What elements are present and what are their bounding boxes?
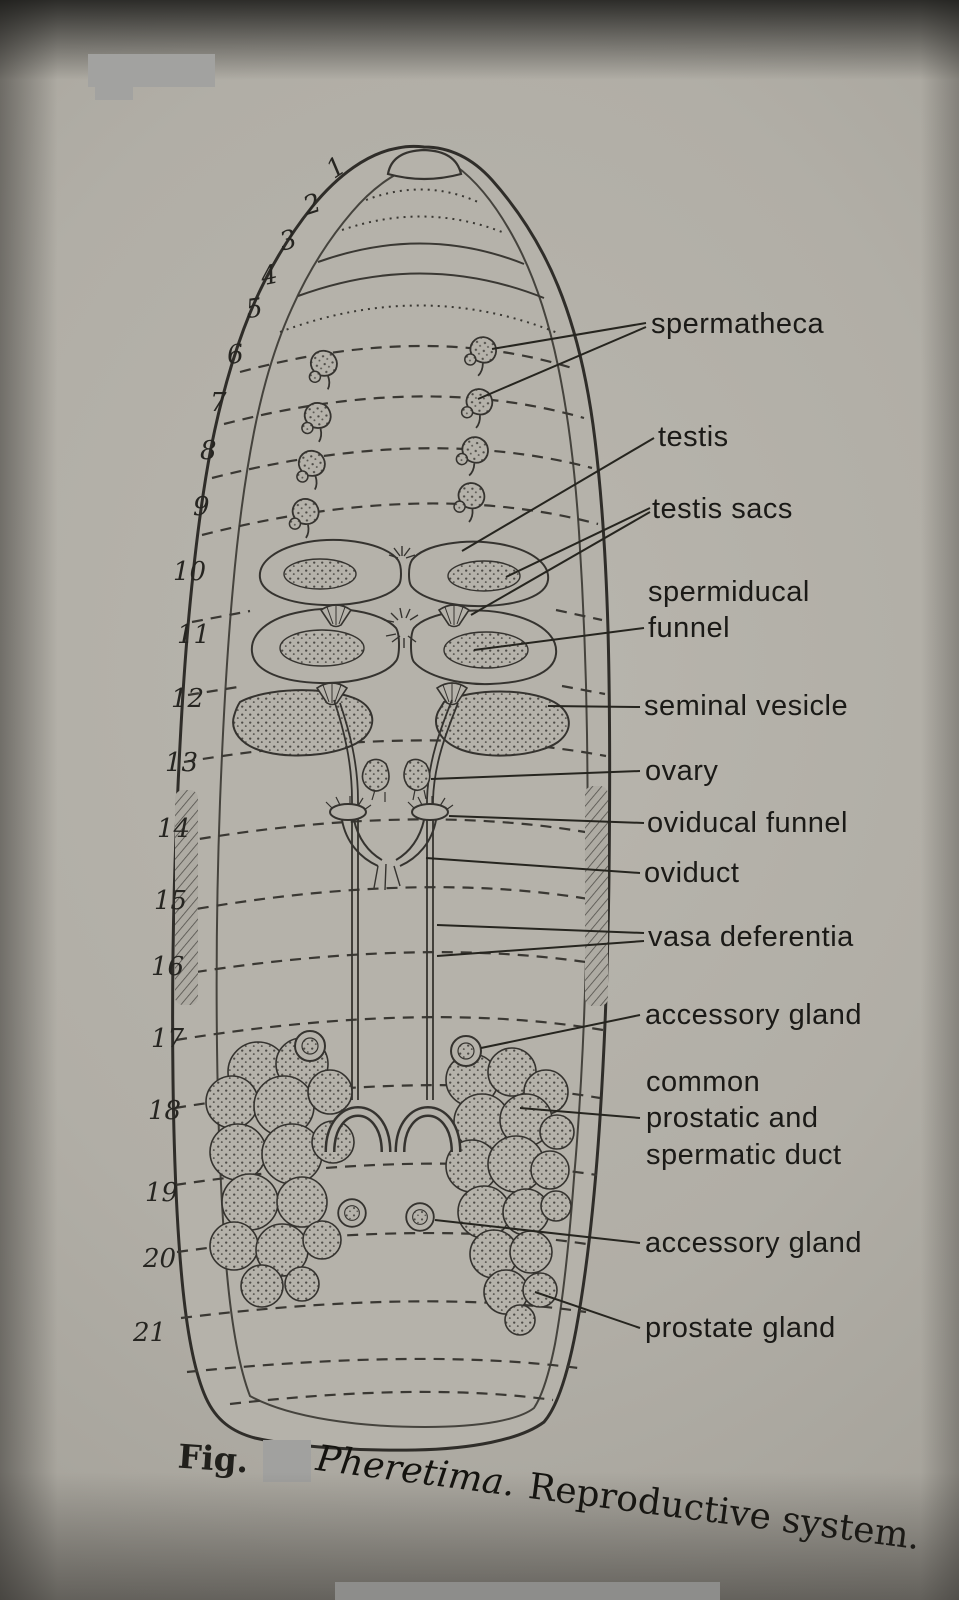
segment-number-12: 12 [171, 684, 205, 714]
segment-number-15: 15 [154, 886, 188, 916]
segment-number-7: 7 [210, 388, 227, 418]
label-testis: testis [658, 421, 729, 453]
segment-number-14: 14 [157, 814, 191, 844]
segment-number-8: 8 [200, 436, 217, 466]
label-common-prostatic-and-spermatic-duct: common prostatic and spermatic duct [646, 1066, 842, 1171]
segment-number-13: 13 [165, 748, 199, 778]
label-oviducal-funnel: oviducal funnel [647, 807, 848, 839]
label-vasa-deferentia: vasa deferentia [648, 921, 854, 953]
label-ovary: ovary [645, 755, 719, 787]
segment-number-21: 21 [133, 1318, 167, 1348]
redaction-bar-bottom [335, 1582, 720, 1600]
segment-number-19: 19 [145, 1178, 179, 1208]
figure-caption: Fig.Pheretima.Reproductive system. [176, 1436, 927, 1559]
redaction-block-top-left [88, 54, 215, 100]
segment-number-16: 16 [151, 952, 185, 982]
segment-number-11: 11 [177, 620, 211, 650]
label-seminal-vesicle: seminal vesicle [644, 690, 849, 722]
segment-number-10: 10 [173, 557, 207, 587]
segment-number-18: 18 [148, 1096, 182, 1126]
label-testis-sacs: testis sacs [652, 493, 793, 525]
figure-label: Fig. [176, 1436, 250, 1481]
segment-number-9: 9 [193, 492, 210, 522]
figure-number-redaction [262, 1440, 311, 1482]
label-spermiducal-funnel: spermiducal funnel [648, 576, 810, 645]
segment-number-6: 6 [225, 339, 246, 371]
segment-number-20: 20 [143, 1244, 177, 1274]
label-oviduct: oviduct [644, 857, 740, 889]
label-spermatheca: spermatheca [651, 308, 825, 340]
label-prostate-gland: prostate gland [645, 1312, 836, 1344]
label-accessory-gland-lower: accessory gland [645, 1227, 863, 1259]
label-accessory-gland-upper: accessory gland [645, 999, 863, 1031]
segment-number-17: 17 [151, 1024, 185, 1054]
